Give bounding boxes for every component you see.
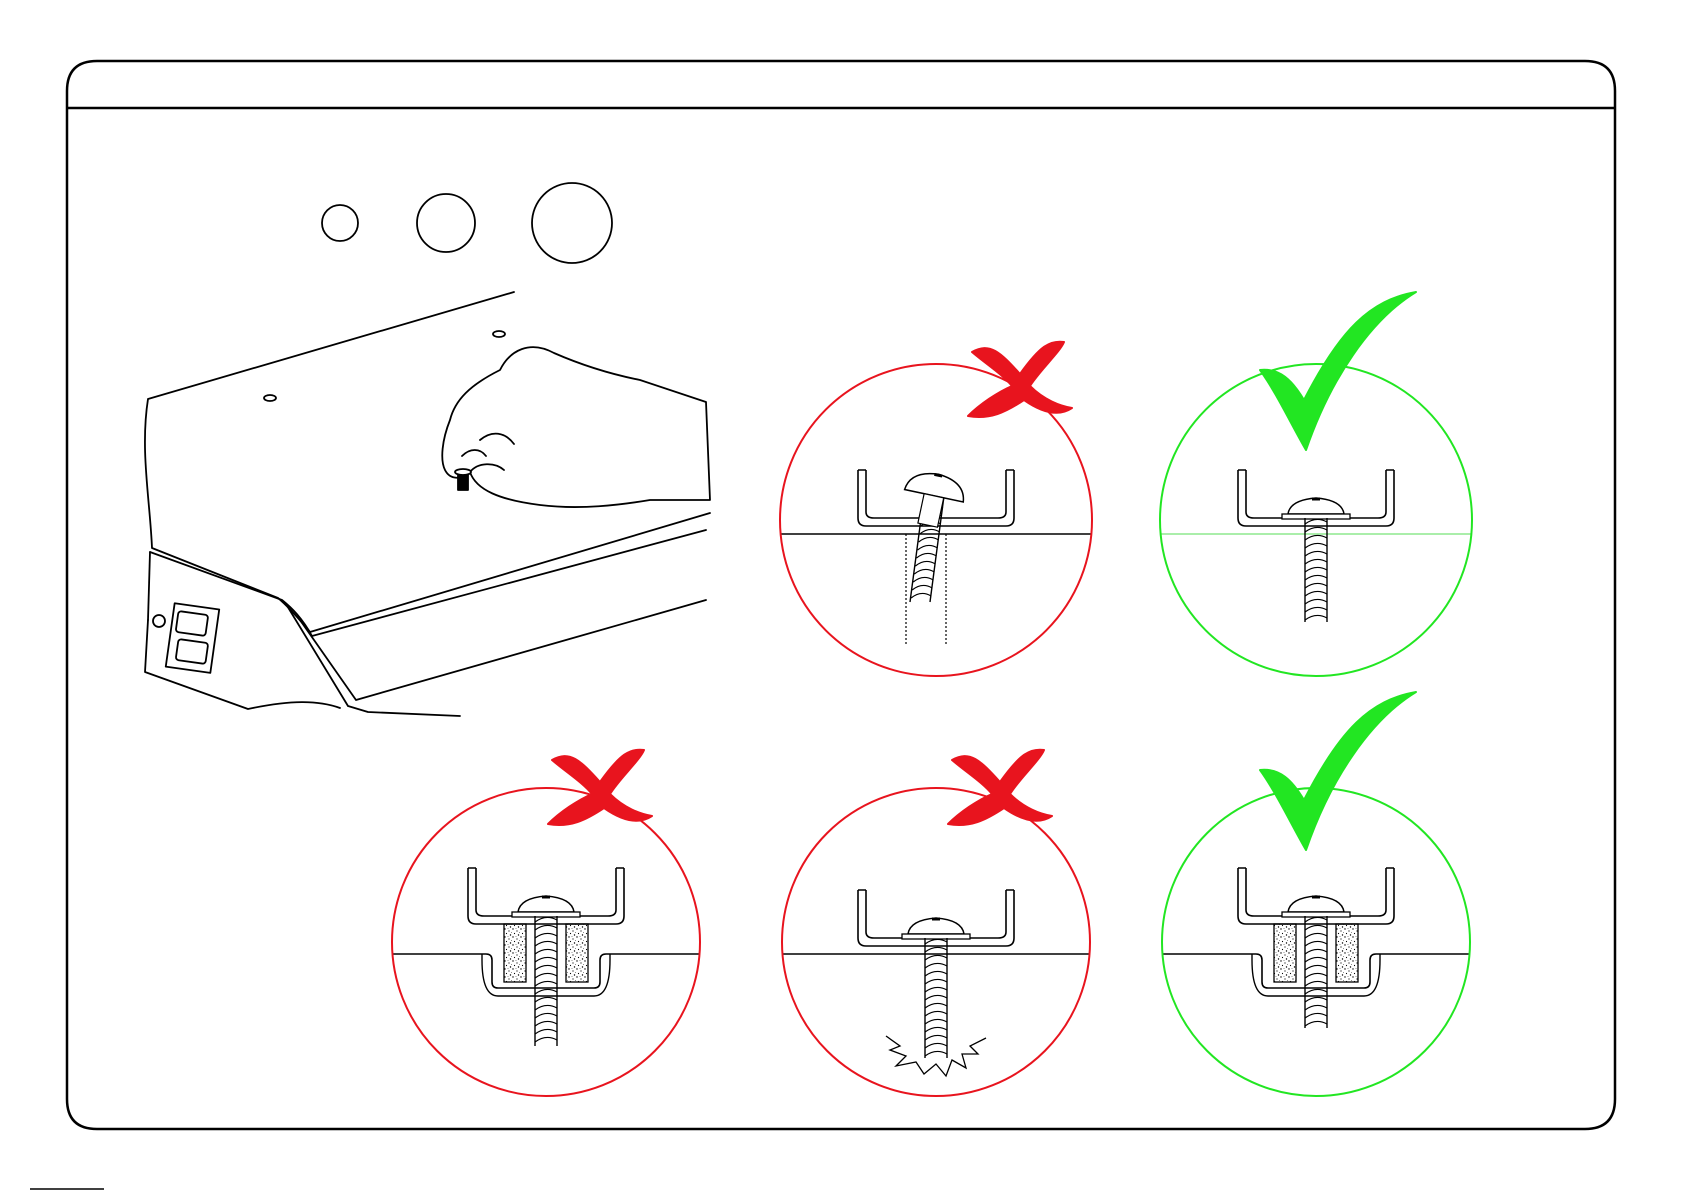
cross-mark-icon	[948, 750, 1052, 825]
hole-size-guide	[322, 183, 612, 263]
spacer	[566, 924, 588, 982]
washer	[512, 912, 580, 917]
panel-screw-hole	[493, 331, 505, 337]
screw-thread	[925, 938, 947, 1058]
detail-bottom-wrong-middle	[772, 750, 1100, 1096]
cross-mark-icon	[548, 750, 652, 825]
detail-circle-wrong	[782, 788, 1090, 1096]
switch-icon	[176, 611, 209, 636]
panel-front-edge	[145, 530, 706, 709]
detail-bottom-correct	[1152, 692, 1480, 1096]
panel-surface	[382, 954, 710, 988]
detail-bottom-wrong-left	[382, 750, 710, 1096]
detail-top-wrong	[770, 342, 1102, 676]
check-mark-icon	[1260, 292, 1416, 450]
panel-bevel	[286, 600, 706, 716]
large-hole-icon	[532, 183, 612, 263]
screw-thread	[535, 916, 557, 1046]
panel-illustration	[145, 292, 710, 716]
panel-damage	[886, 1036, 986, 1076]
medium-hole-icon	[417, 194, 475, 252]
cross-mark-icon	[968, 342, 1072, 417]
detail-top-correct	[1150, 292, 1482, 676]
spacer	[1336, 924, 1358, 982]
washer	[1282, 514, 1350, 519]
panel-surface	[1152, 954, 1480, 988]
panel-screw-hole	[264, 395, 276, 401]
switch-icon	[176, 639, 209, 664]
washer	[1282, 912, 1350, 917]
small-hole-icon	[322, 205, 358, 241]
check-mark-icon	[1260, 692, 1416, 850]
washer	[902, 934, 970, 939]
hand-icon	[442, 347, 710, 507]
knob-icon	[153, 615, 165, 627]
page-frame	[67, 61, 1615, 1129]
spacer	[504, 924, 526, 982]
spacer	[1274, 924, 1296, 982]
panel-side	[148, 552, 150, 620]
detail-views	[382, 292, 1482, 1096]
screw-thread	[1305, 916, 1327, 1028]
